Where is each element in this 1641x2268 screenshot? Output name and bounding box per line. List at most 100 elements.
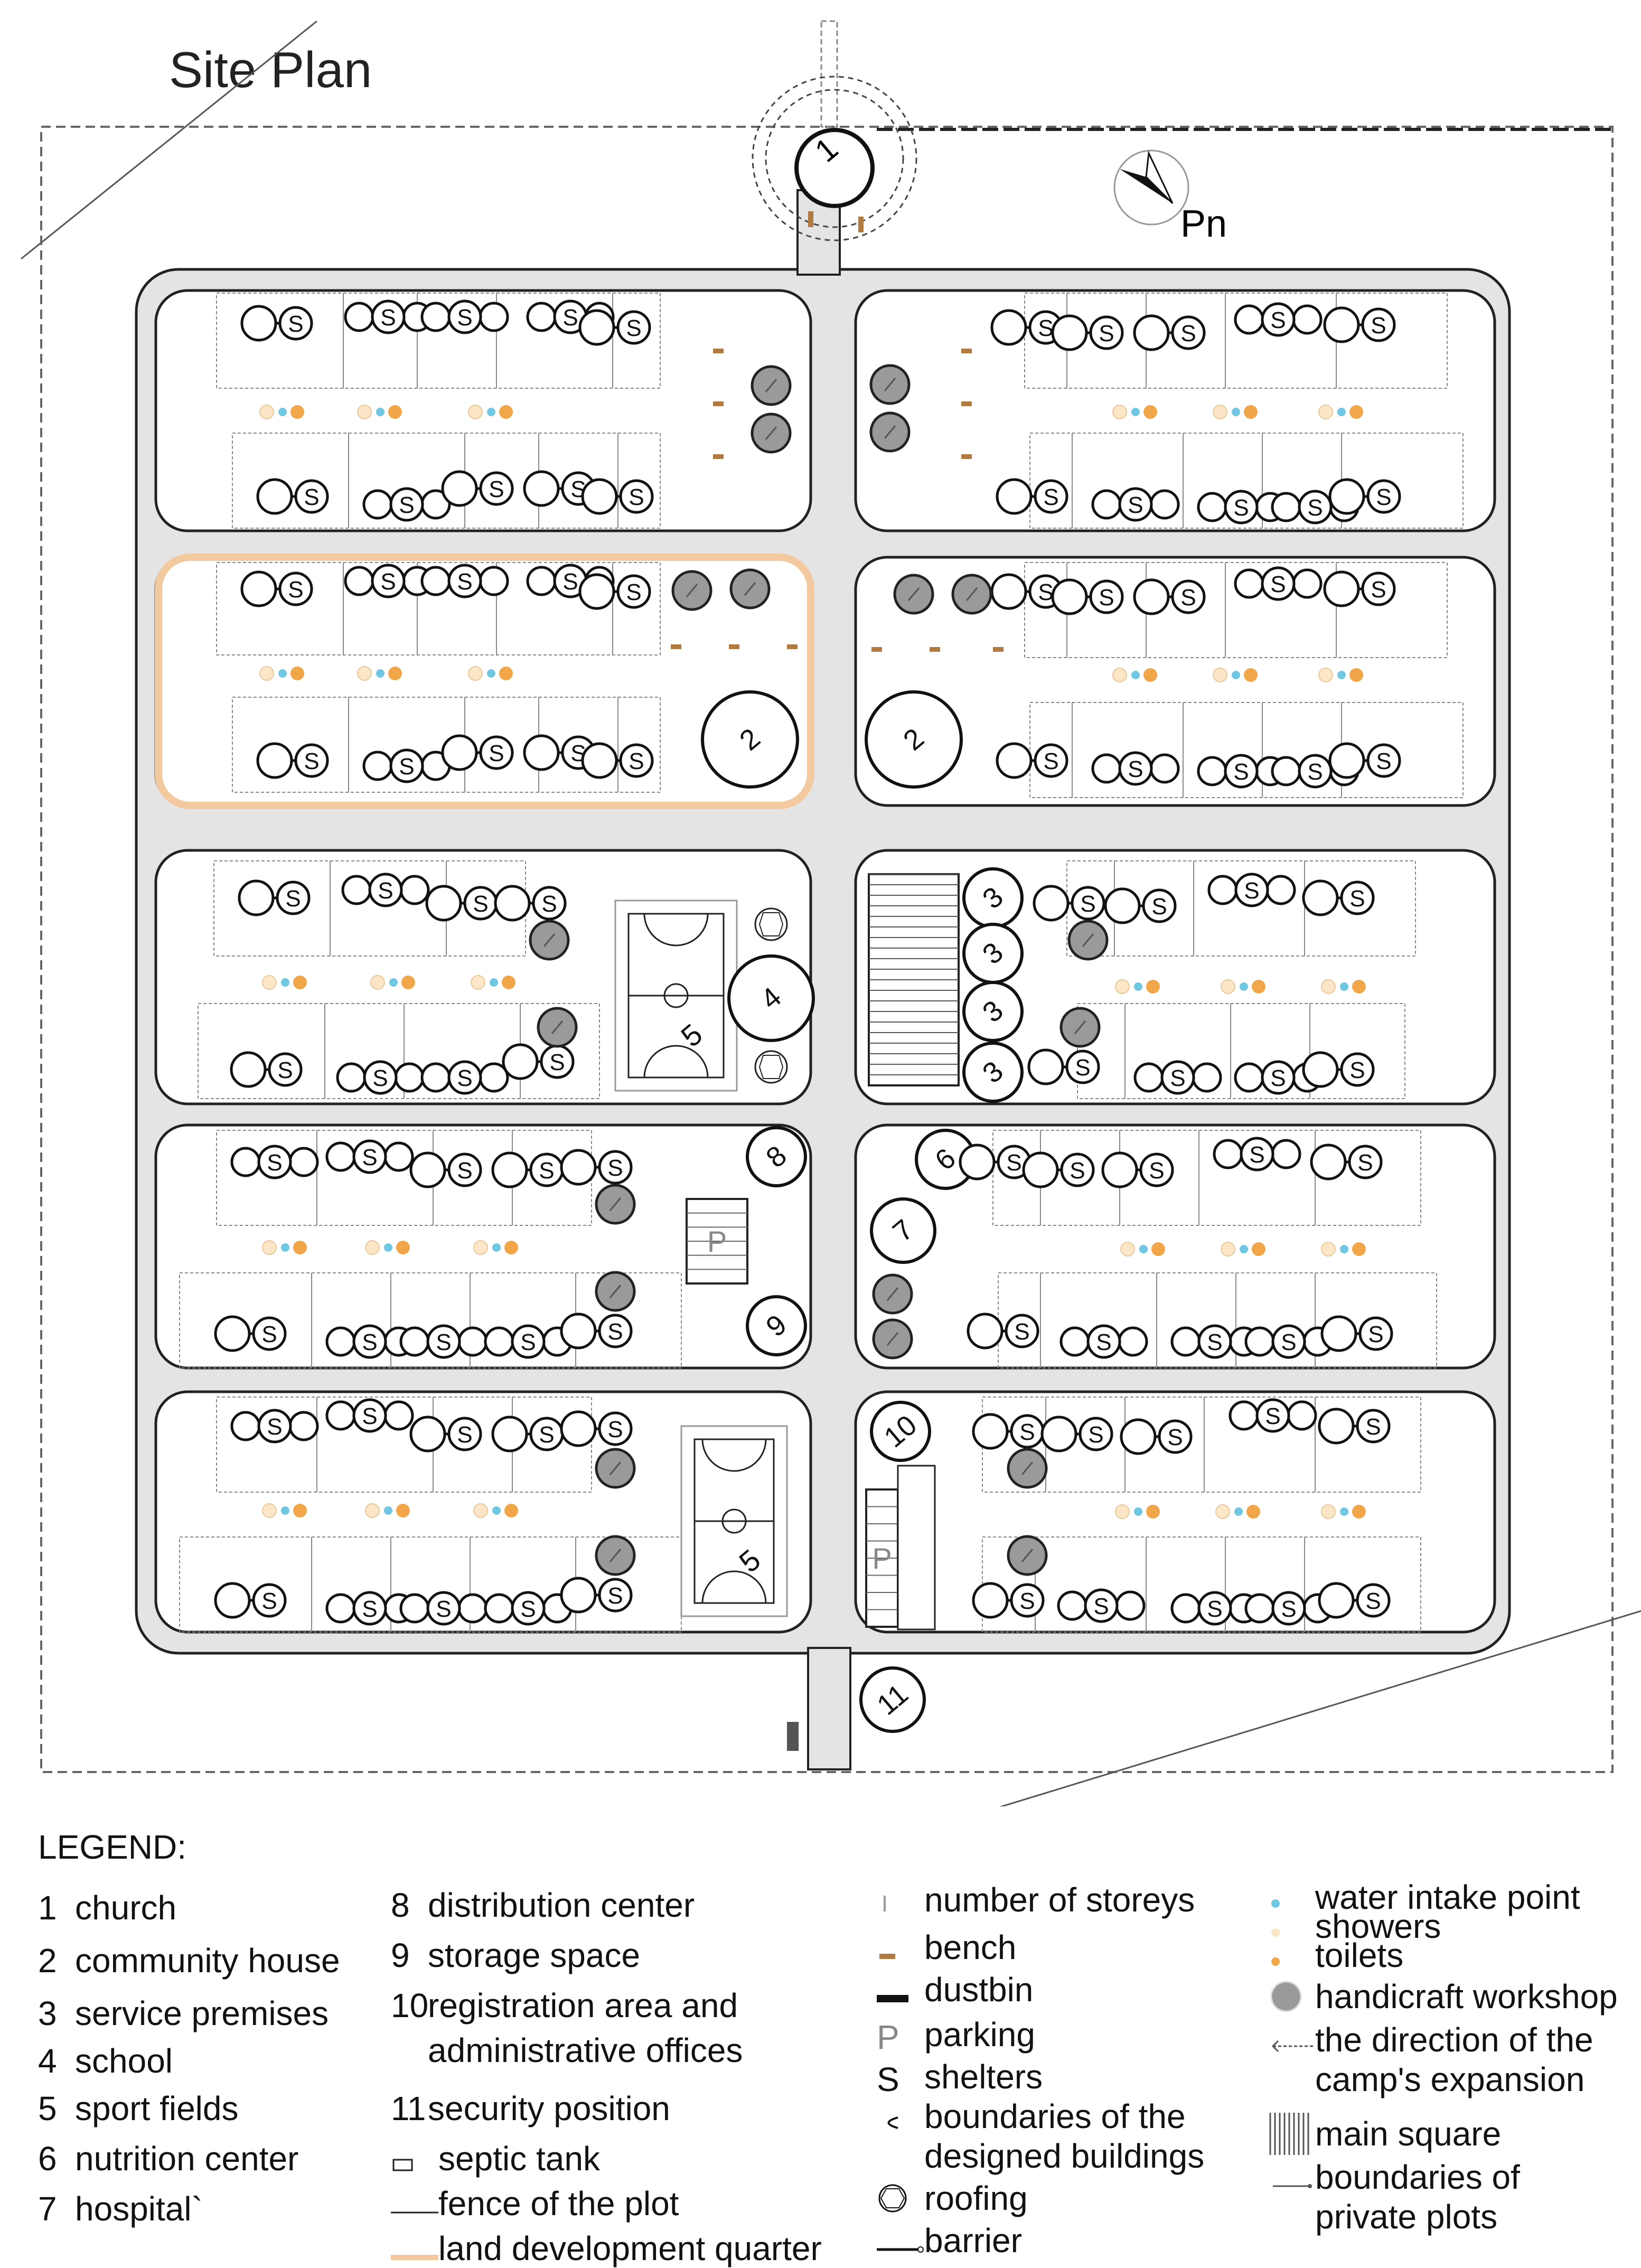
legend-label: church (75, 1889, 177, 1927)
water-dot (1134, 982, 1142, 991)
svg-text:S: S (607, 1319, 623, 1345)
shelter: S (1318, 1582, 1391, 1619)
legend-label: administrative offices (428, 2031, 743, 2069)
legend-label: community house (75, 1942, 340, 1980)
svg-text:S: S (1070, 1158, 1085, 1184)
legend-label: toilets (1315, 1936, 1404, 1974)
shower-dot (1112, 405, 1127, 419)
svg-text:S: S (1043, 748, 1058, 774)
private-plot (496, 562, 613, 655)
shelter: S (502, 1043, 575, 1080)
workshop (595, 1535, 636, 1576)
svg-text:S: S (1307, 495, 1323, 521)
private-plot (617, 433, 661, 529)
legend-label: barrier (924, 2222, 1022, 2260)
legend-number: 2 (38, 1942, 57, 1980)
svg-text:S: S (1371, 313, 1386, 339)
shelter: S (409, 1151, 482, 1188)
legend-item: boundaries of the (877, 2100, 1186, 2136)
private-plot (417, 562, 497, 655)
shelter: S (238, 879, 311, 916)
shower-dot (471, 975, 485, 990)
water-dot (1337, 671, 1346, 679)
legend-item: number of storeys (877, 1883, 1195, 1919)
bench-icon (877, 1933, 924, 1967)
shelter: S (344, 299, 433, 334)
svg-text:S: S (362, 1329, 377, 1355)
water-dot (1340, 1507, 1348, 1516)
sport-field: 5 (680, 1425, 788, 1617)
shelter: S (325, 1398, 414, 1433)
svg-text:S: S (1270, 571, 1286, 597)
shelter: S (560, 1577, 633, 1614)
numbered-building: 7 (870, 1197, 936, 1264)
toilet-dot (1246, 1505, 1260, 1519)
svg-text:S: S (1349, 1057, 1365, 1083)
legend-item: 10registration area and (391, 1989, 738, 2022)
shower-dot (370, 975, 385, 990)
legend-label: security position (428, 2089, 670, 2128)
shelter: S (1244, 1324, 1333, 1359)
legend-label: storage space (428, 1936, 641, 1974)
shelter: S (1051, 578, 1124, 615)
svg-text:S: S (626, 579, 641, 605)
water-dot (278, 408, 287, 416)
shower-dot (1318, 668, 1333, 682)
toilet-dot (396, 1504, 410, 1517)
legend-label: boundaries of (1315, 2158, 1520, 2196)
shower-icon (1268, 1912, 1315, 1946)
private-plot (612, 293, 661, 389)
svg-text:S: S (1365, 1588, 1381, 1614)
shelter: S (214, 1582, 287, 1619)
church-building: 1 (752, 76, 917, 241)
shower-dot (262, 975, 277, 990)
numbered-building: 6 (915, 1129, 976, 1190)
water-dot (1131, 671, 1140, 679)
legend-label: main square (1315, 2114, 1502, 2153)
shelter: S (1328, 742, 1401, 779)
water-dot (490, 978, 498, 987)
workshop (595, 1271, 636, 1312)
workshop (951, 574, 992, 615)
legend-label: private plots (1315, 2198, 1498, 2236)
svg-text:S: S (489, 476, 504, 502)
toilet-dot (1349, 668, 1363, 682)
shelter: S (1040, 1416, 1113, 1452)
workshop (751, 413, 792, 454)
svg-text:S: S (1180, 321, 1196, 346)
numbered-building: 3 (962, 923, 1024, 984)
svg-text:S: S (1249, 1142, 1264, 1168)
legend-label: hospital` (75, 2190, 203, 2228)
svg-text:S: S (626, 315, 641, 341)
svg-text:S: S (1207, 1329, 1222, 1355)
svg-text:S: S (372, 1065, 388, 1091)
legend-label: handicraft workshop (1315, 1977, 1618, 2016)
water-dot (278, 669, 287, 678)
svg-text:S: S (1244, 878, 1259, 904)
block (854, 289, 1496, 532)
legend-label: shelters (924, 2058, 1043, 2096)
land-development-quarter-highlight (155, 554, 814, 809)
toilet-dot (1244, 405, 1258, 419)
toilet-dot (499, 405, 513, 419)
legend-title: LEGEND: (38, 1828, 186, 1866)
svg-text:S: S (1149, 1158, 1164, 1184)
svg-text:S: S (1093, 1594, 1109, 1619)
legend-number: 1 (38, 1889, 57, 1927)
land-quarter-icon (391, 2234, 438, 2268)
shelter-icon: S (877, 2060, 899, 2099)
bench (930, 647, 940, 652)
workshop (537, 1007, 578, 1048)
water-dot (384, 1506, 392, 1515)
shelter: S (420, 564, 509, 598)
private-plot (1304, 1536, 1421, 1633)
bench (713, 401, 724, 406)
shelter: S (1310, 1144, 1383, 1180)
water-dot (281, 1506, 289, 1515)
water-dot (281, 1243, 289, 1252)
shelter: S (581, 478, 654, 515)
shelter: S (959, 1144, 1032, 1180)
svg-text:S: S (489, 741, 504, 766)
